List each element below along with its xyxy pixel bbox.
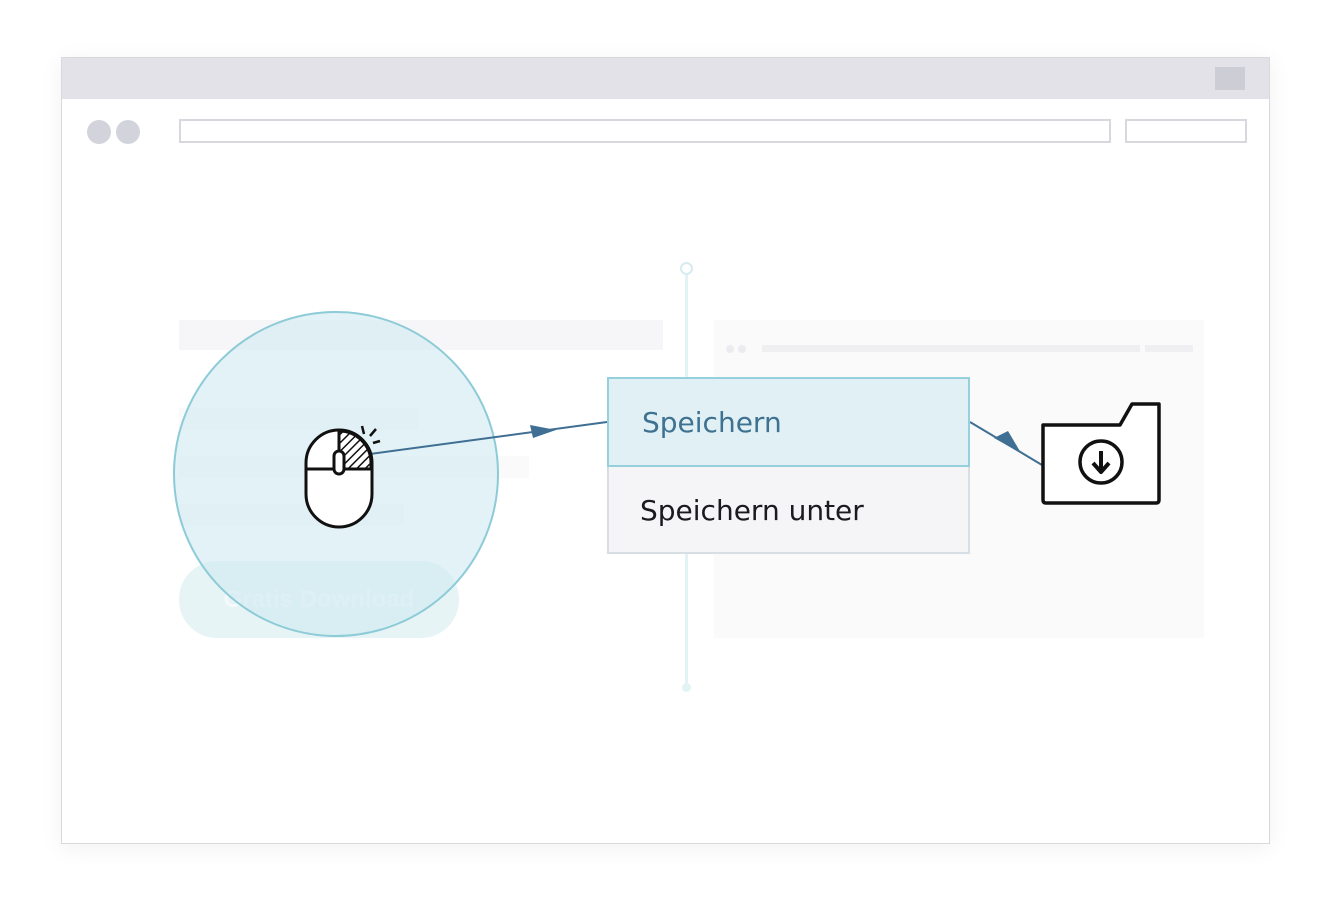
- arrow-to-menu: [369, 421, 608, 455]
- window-control-button[interactable]: [1215, 67, 1245, 90]
- preview-search-bar: [1145, 345, 1193, 352]
- preview-dot: [738, 345, 746, 353]
- preview-address-bar: [762, 345, 1140, 352]
- folder-download-icon: [1041, 402, 1161, 505]
- address-bar[interactable]: [179, 119, 1111, 143]
- title-bar: [62, 58, 1269, 99]
- arrow-to-folder: [969, 421, 1043, 466]
- search-bar[interactable]: [1125, 119, 1247, 143]
- preview-dot: [726, 345, 734, 353]
- timeline-end-marker: [682, 683, 691, 692]
- menu-item-speichern-unter[interactable]: Speichern unter: [640, 494, 864, 527]
- context-menu: Speichern Speichern unter: [607, 377, 970, 554]
- menu-item-speichern[interactable]: Speichern: [607, 377, 970, 467]
- timeline-start-marker: [680, 262, 693, 275]
- window-dot-left: [87, 120, 111, 144]
- browser-window: Gratis Download: [61, 57, 1270, 844]
- window-dot-right: [116, 120, 140, 144]
- annotation-layer: [304, 402, 1161, 529]
- mouse-right-click-icon: [304, 425, 381, 529]
